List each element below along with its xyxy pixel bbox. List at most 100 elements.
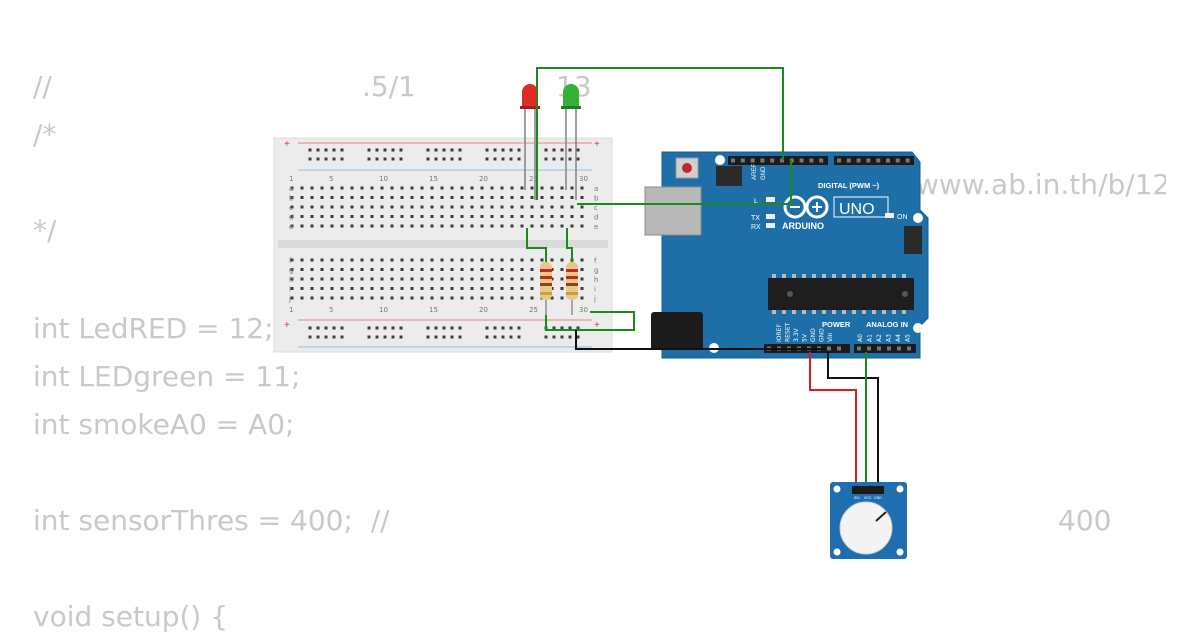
breadboard-hole[interactable] bbox=[550, 215, 554, 218]
rail-hole[interactable] bbox=[316, 148, 320, 152]
breadboard-hole[interactable] bbox=[540, 215, 544, 218]
breadboard-hole[interactable] bbox=[450, 215, 454, 218]
breadboard-hole[interactable] bbox=[510, 258, 514, 262]
header-pin-hole[interactable] bbox=[867, 346, 871, 351]
breadboard-hole[interactable] bbox=[310, 205, 314, 209]
breadboard-hole[interactable] bbox=[360, 196, 364, 199]
breadboard-hole[interactable] bbox=[410, 277, 414, 281]
breadboard-hole[interactable] bbox=[580, 224, 584, 228]
rail-hole[interactable] bbox=[383, 148, 387, 152]
rail-hole[interactable] bbox=[485, 335, 489, 339]
header-pin-hole[interactable] bbox=[877, 346, 881, 351]
breadboard-hole[interactable] bbox=[580, 287, 584, 290]
breadboard-hole[interactable] bbox=[400, 196, 404, 199]
breadboard-hole[interactable] bbox=[320, 186, 324, 190]
breadboard-hole[interactable] bbox=[510, 196, 514, 199]
rail-hole[interactable] bbox=[442, 157, 446, 161]
breadboard-hole[interactable] bbox=[360, 205, 364, 209]
breadboard-hole[interactable] bbox=[410, 258, 414, 262]
rail-hole[interactable] bbox=[450, 157, 454, 161]
breadboard-hole[interactable] bbox=[440, 277, 444, 281]
breadboard-hole[interactable] bbox=[480, 196, 484, 199]
breadboard-hole[interactable] bbox=[330, 196, 334, 199]
rail-hole[interactable] bbox=[501, 335, 505, 339]
breadboard-hole[interactable] bbox=[480, 258, 484, 262]
wire-ground-to-arduino[interactable] bbox=[575, 330, 826, 350]
rail-hole[interactable] bbox=[517, 326, 521, 330]
rail-hole[interactable] bbox=[493, 326, 497, 330]
breadboard-hole[interactable] bbox=[500, 196, 504, 199]
breadboard-hole[interactable] bbox=[500, 186, 504, 190]
breadboard-hole[interactable] bbox=[520, 296, 524, 300]
breadboard-hole[interactable] bbox=[560, 296, 564, 300]
rail-hole[interactable] bbox=[383, 157, 387, 161]
rail-hole[interactable] bbox=[367, 148, 371, 152]
breadboard-hole[interactable] bbox=[560, 186, 564, 190]
breadboard-hole[interactable] bbox=[340, 186, 344, 190]
header-pin-hole[interactable] bbox=[731, 158, 735, 163]
rail-hole[interactable] bbox=[332, 335, 336, 339]
breadboard-hole[interactable] bbox=[330, 287, 334, 290]
breadboard-hole[interactable] bbox=[360, 215, 364, 218]
header-pin-hole[interactable] bbox=[886, 158, 890, 163]
breadboard-hole[interactable] bbox=[290, 205, 294, 209]
breadboard-hole[interactable] bbox=[490, 287, 494, 290]
breadboard-hole[interactable] bbox=[290, 258, 294, 262]
breadboard-hole[interactable] bbox=[510, 215, 514, 218]
breadboard-hole[interactable] bbox=[500, 215, 504, 218]
breadboard-hole[interactable] bbox=[350, 268, 354, 271]
breadboard-hole[interactable] bbox=[460, 215, 464, 218]
breadboard-hole[interactable] bbox=[510, 186, 514, 190]
rail-hole[interactable] bbox=[442, 148, 446, 152]
rail-hole[interactable] bbox=[568, 335, 572, 339]
breadboard-hole[interactable] bbox=[400, 268, 404, 271]
rail-hole[interactable] bbox=[544, 335, 548, 339]
breadboard-hole[interactable] bbox=[380, 224, 384, 228]
breadboard-hole[interactable] bbox=[570, 205, 574, 209]
breadboard-hole[interactable] bbox=[530, 205, 534, 209]
breadboard-hole[interactable] bbox=[310, 296, 314, 300]
breadboard-hole[interactable] bbox=[330, 224, 334, 228]
breadboard-hole[interactable] bbox=[320, 287, 324, 290]
breadboard-hole[interactable] bbox=[390, 224, 394, 228]
rail-hole[interactable] bbox=[560, 326, 564, 330]
breadboard-hole[interactable] bbox=[550, 296, 554, 300]
breadboard-hole[interactable] bbox=[350, 224, 354, 228]
breadboard-hole[interactable] bbox=[400, 287, 404, 290]
breadboard-hole[interactable] bbox=[380, 277, 384, 281]
breadboard-hole[interactable] bbox=[420, 215, 424, 218]
wires[interactable] bbox=[526, 67, 879, 490]
breadboard-hole[interactable] bbox=[580, 196, 584, 199]
rail-hole[interactable] bbox=[316, 326, 320, 330]
rail-hole[interactable] bbox=[324, 148, 328, 152]
breadboard-hole[interactable] bbox=[520, 268, 524, 271]
breadboard-hole[interactable] bbox=[380, 205, 384, 209]
potentiometer-knob[interactable] bbox=[839, 501, 893, 555]
breadboard-hole[interactable] bbox=[320, 268, 324, 271]
rail-hole[interactable] bbox=[493, 148, 497, 152]
breadboard-hole[interactable] bbox=[470, 277, 474, 281]
breadboard-hole[interactable] bbox=[520, 277, 524, 281]
breadboard-hole[interactable] bbox=[560, 268, 564, 271]
breadboard-hole[interactable] bbox=[520, 224, 524, 228]
breadboard-hole[interactable] bbox=[370, 205, 374, 209]
rail-hole[interactable] bbox=[485, 157, 489, 161]
breadboard-hole[interactable] bbox=[370, 196, 374, 199]
breadboard-hole[interactable] bbox=[330, 296, 334, 300]
breadboard-hole[interactable] bbox=[400, 205, 404, 209]
breadboard-hole[interactable] bbox=[370, 215, 374, 218]
breadboard-hole[interactable] bbox=[440, 196, 444, 199]
header-pin-hole[interactable] bbox=[895, 158, 900, 163]
breadboard-hole[interactable] bbox=[540, 205, 544, 209]
breadboard-hole[interactable] bbox=[490, 268, 494, 271]
header-pin-hole[interactable] bbox=[799, 158, 804, 163]
breadboard-hole[interactable] bbox=[570, 215, 574, 218]
breadboard-hole[interactable] bbox=[370, 186, 374, 190]
rail-hole[interactable] bbox=[552, 148, 556, 152]
breadboard-hole[interactable] bbox=[560, 196, 564, 199]
breadboard-hole[interactable] bbox=[410, 224, 414, 228]
header-pin-hole[interactable] bbox=[876, 158, 881, 163]
breadboard-hole[interactable] bbox=[300, 215, 304, 218]
breadboard-hole[interactable] bbox=[380, 215, 384, 218]
